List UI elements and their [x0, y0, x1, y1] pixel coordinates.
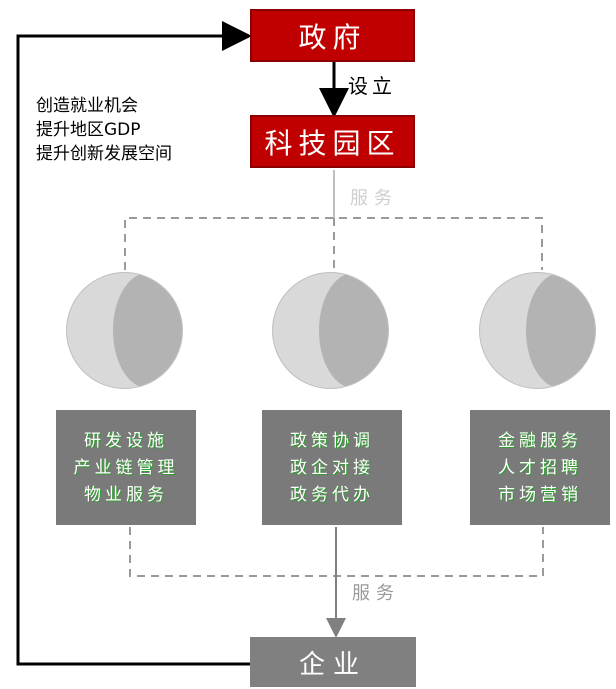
- benefit-item-3: 提升创新发展空间: [36, 144, 172, 164]
- government-label: 政府: [298, 20, 367, 54]
- benefits-list: 创造就业机会 提升地区GDP 提升创新发展空间: [36, 94, 172, 166]
- service-label-bottom: 服务: [352, 579, 400, 605]
- panel-1-line-2: 产业链管理: [73, 458, 179, 478]
- enterprise-box: 企业: [250, 637, 416, 687]
- feedback-loop-line: [16, 21, 252, 666]
- enterprise-label: 企业: [298, 649, 367, 680]
- panel-3-line-2: 人才招聘: [498, 458, 582, 478]
- service-label-bottom-text: 服务: [352, 583, 400, 604]
- service-panel-1: 研发设施 产业链管理 物业服务: [56, 410, 196, 525]
- panel-3-line-3: 市场营销: [498, 485, 582, 505]
- park-label: 科技园区: [264, 126, 401, 160]
- dashed-bracket-top: [124, 217, 543, 270]
- setup-label: 设立: [348, 74, 396, 98]
- panel-1-line-3: 物业服务: [84, 485, 168, 505]
- panel-1-line-1: 研发设施: [84, 431, 168, 451]
- government-box: 政府: [250, 9, 415, 62]
- icon-circle-2: [272, 272, 389, 389]
- service-label-top-text: 服务: [350, 188, 398, 209]
- park-box: 科技园区: [250, 115, 415, 168]
- service-panel-2: 政策协调 政企对接 政务代办: [262, 410, 402, 525]
- panel-3-line-1: 金融服务: [498, 431, 582, 451]
- benefit-item-1: 创造就业机会: [36, 96, 138, 116]
- service-panel-3: 金融服务 人才招聘 市场营销: [470, 410, 610, 525]
- panel-2-line-2: 政企对接: [290, 458, 374, 478]
- benefit-item-2: 提升地区GDP: [36, 120, 141, 140]
- panel-2-line-3: 政务代办: [290, 485, 374, 505]
- setup-label-text: 设立: [348, 74, 396, 98]
- icon-circle-3: [479, 272, 596, 389]
- panel-2-line-1: 政策协调: [290, 431, 374, 451]
- icon-circle-1: [66, 272, 183, 389]
- service-label-top: 服务: [350, 184, 398, 210]
